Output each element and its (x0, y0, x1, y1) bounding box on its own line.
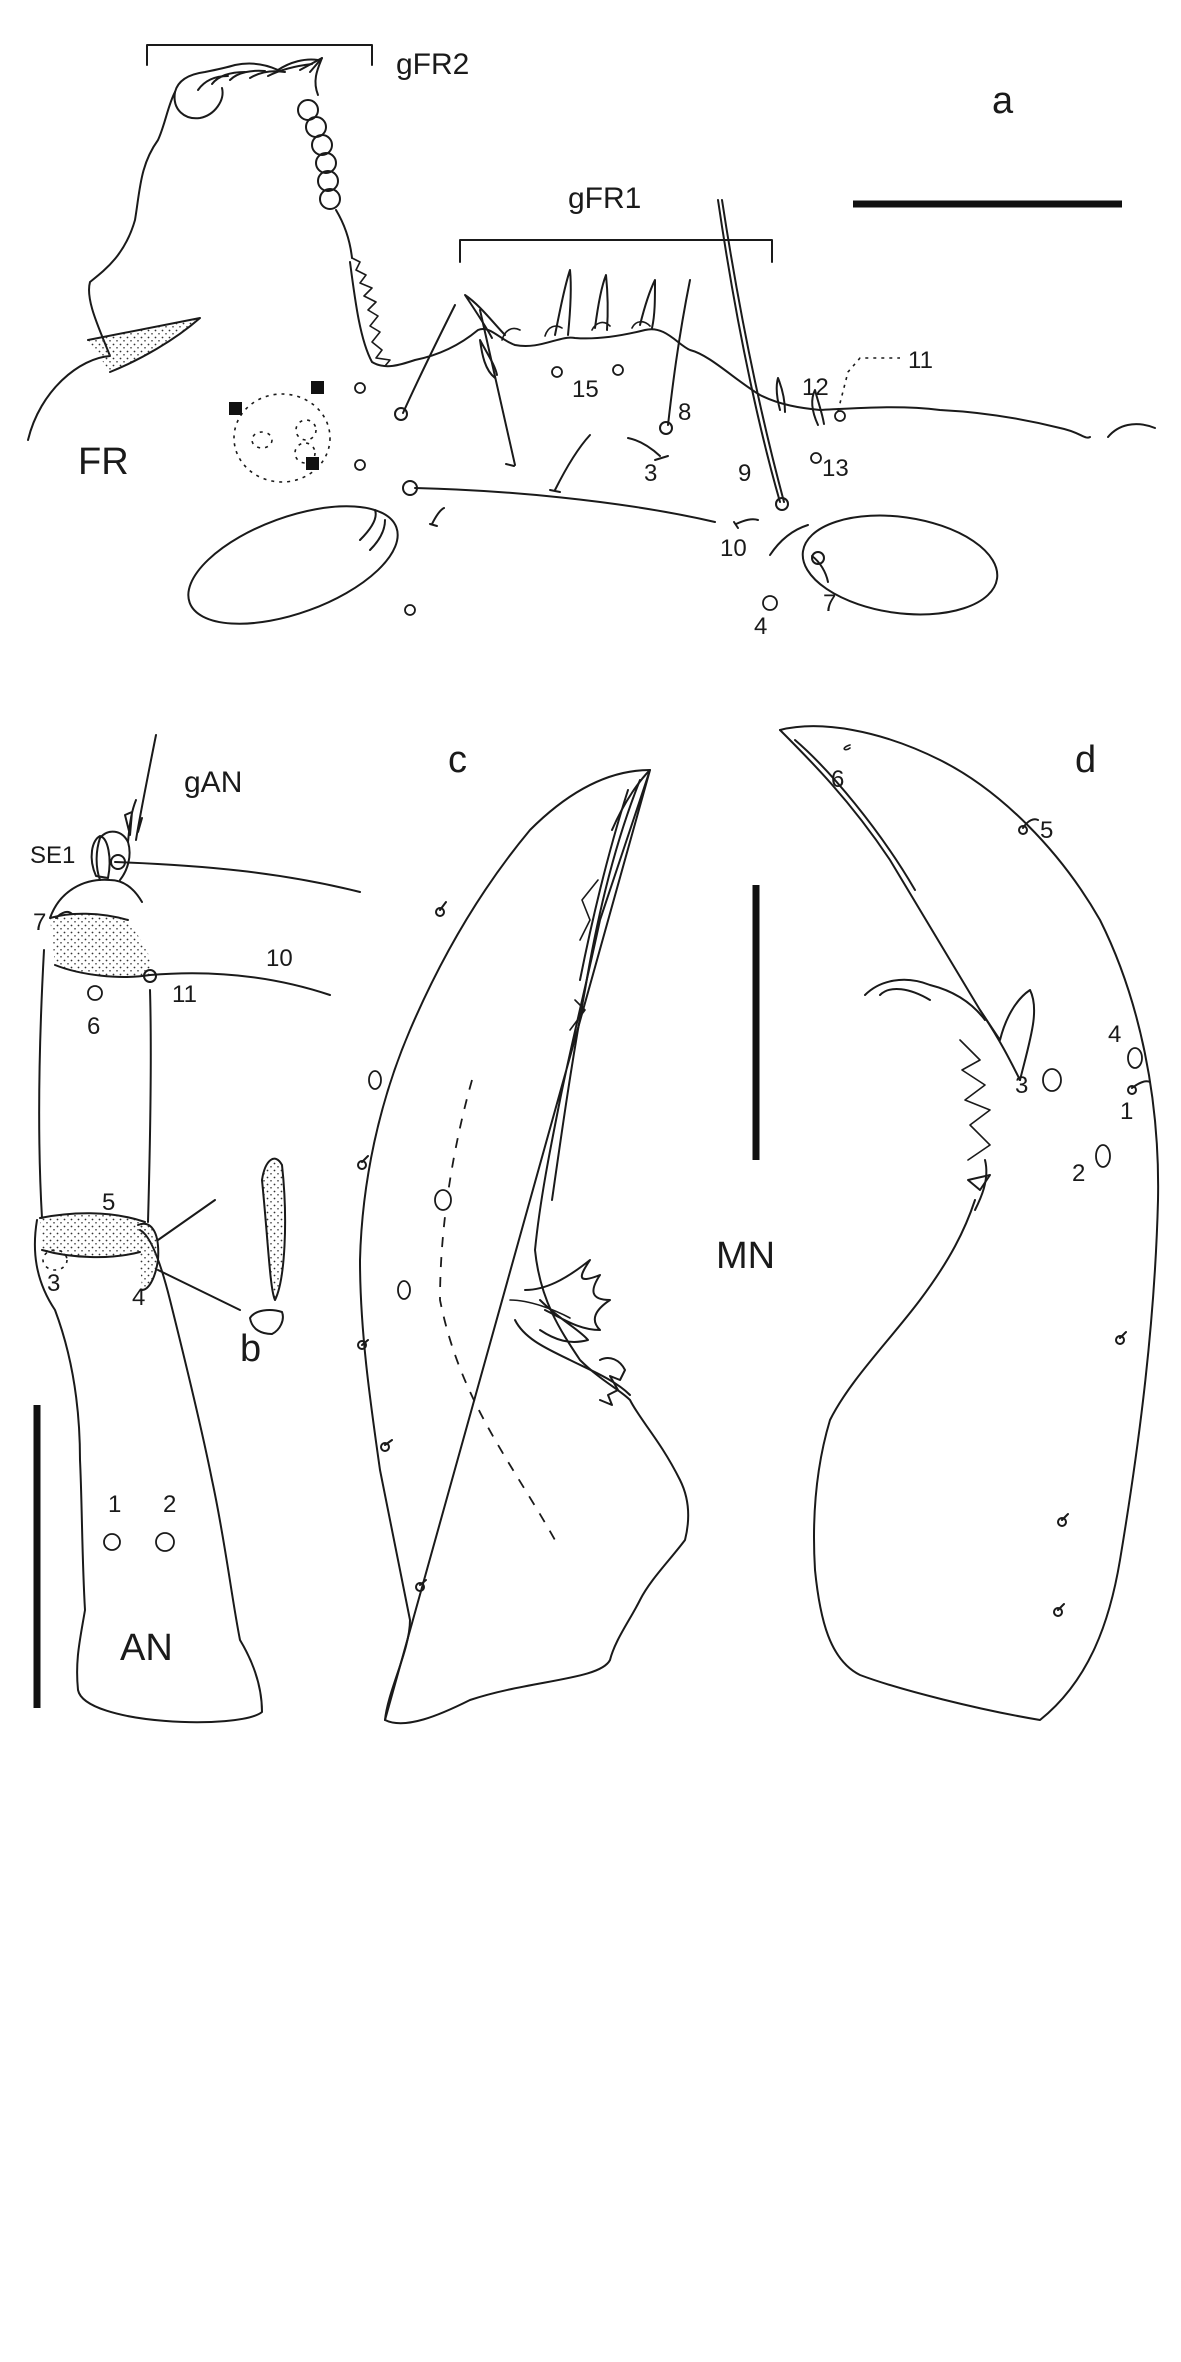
seta-b-11: 11 (172, 981, 197, 1008)
gfr1-bracket (459, 239, 773, 263)
panel-letter-c: c (448, 739, 467, 781)
head-capsule-outline (27, 91, 176, 441)
seta-b-2: 2 (163, 1491, 176, 1518)
sensillum-se1 (90, 835, 111, 879)
mandible-outline-d (779, 725, 1160, 1721)
label-fr: FR (78, 441, 129, 483)
seta-a-11: 11 (908, 347, 933, 374)
seta-b-1: 1 (108, 1491, 121, 1518)
dashed-line-c (439, 1079, 556, 1541)
pores-d (1018, 818, 1151, 1617)
label-gfr1: gFR1 (568, 182, 641, 215)
eye-ellipses (187, 505, 999, 625)
seta-d-5: 5 (1040, 817, 1053, 844)
gfr1-spines (464, 269, 825, 426)
panel-b: gAN SE1 7 10 11 6 5 3 4 b 1 2 AN (30, 734, 361, 1724)
panel-letter-a: a (992, 80, 1014, 122)
label-mn: MN (716, 1235, 775, 1277)
stippled-sclerite (88, 318, 200, 372)
pores-a (354, 364, 846, 616)
label-gan: gAN (184, 766, 242, 799)
seta-b-6: 6 (87, 1013, 100, 1040)
seta-a-3: 3 (644, 460, 657, 487)
panel-letter-d: d (1075, 739, 1096, 781)
antenna-segment-2 (38, 949, 152, 1223)
label-se1: SE1 (30, 842, 75, 869)
mandible-brush-c (524, 1259, 611, 1343)
dotted-ocular-area (229, 381, 331, 483)
mandible-apex-d (979, 989, 1036, 1081)
panel-a: a gFR2 gFR1 FR 15 8 3 9 12 11 13 10 4 7 (27, 44, 1156, 640)
pores-c (357, 901, 452, 1592)
seta-b-3: 3 (47, 1270, 60, 1297)
seta-a-13: 13 (822, 455, 849, 482)
serrated-margin (351, 257, 391, 367)
seta-a-9: 9 (738, 460, 751, 487)
anterior-teeth (173, 57, 353, 259)
antenna-segment-1 (33, 1219, 263, 1724)
seta-a-15: 15 (572, 376, 599, 403)
seta-b-7: 7 (33, 909, 46, 936)
gfr2-bracket (146, 44, 373, 66)
sensory-cone (261, 1157, 287, 1301)
label-gfr2: gFR2 (396, 48, 469, 81)
seta-a-8: 8 (678, 399, 691, 426)
seta-d-2: 2 (1072, 1160, 1085, 1187)
panel-c: c (357, 739, 690, 1725)
label-an: AN (120, 1627, 173, 1669)
mandible-outline-c (359, 769, 651, 1721)
panel-letter-b: b (240, 1328, 261, 1370)
seta-d-3: 3 (1015, 1072, 1028, 1099)
leader-11 (837, 357, 900, 412)
frontal-margin (349, 261, 1091, 439)
seta-b-10: 10 (266, 945, 293, 972)
seta-b-5: 5 (102, 1189, 115, 1216)
long-setae (394, 199, 789, 529)
seta-d-1: 1 (1120, 1098, 1133, 1125)
seta-b-10 (149, 972, 331, 996)
seta-d-4: 4 (1108, 1021, 1121, 1048)
seta-a-7: 7 (823, 590, 836, 617)
seta-d-6: 6 (831, 766, 844, 793)
panel-d: d MN 6 5 4 3 1 2 (716, 725, 1160, 1721)
seta-b-4: 4 (132, 1284, 145, 1311)
seta-a-10: 10 (720, 535, 747, 562)
seta-a-4: 4 (754, 613, 767, 640)
seta-a-12: 12 (802, 374, 829, 401)
